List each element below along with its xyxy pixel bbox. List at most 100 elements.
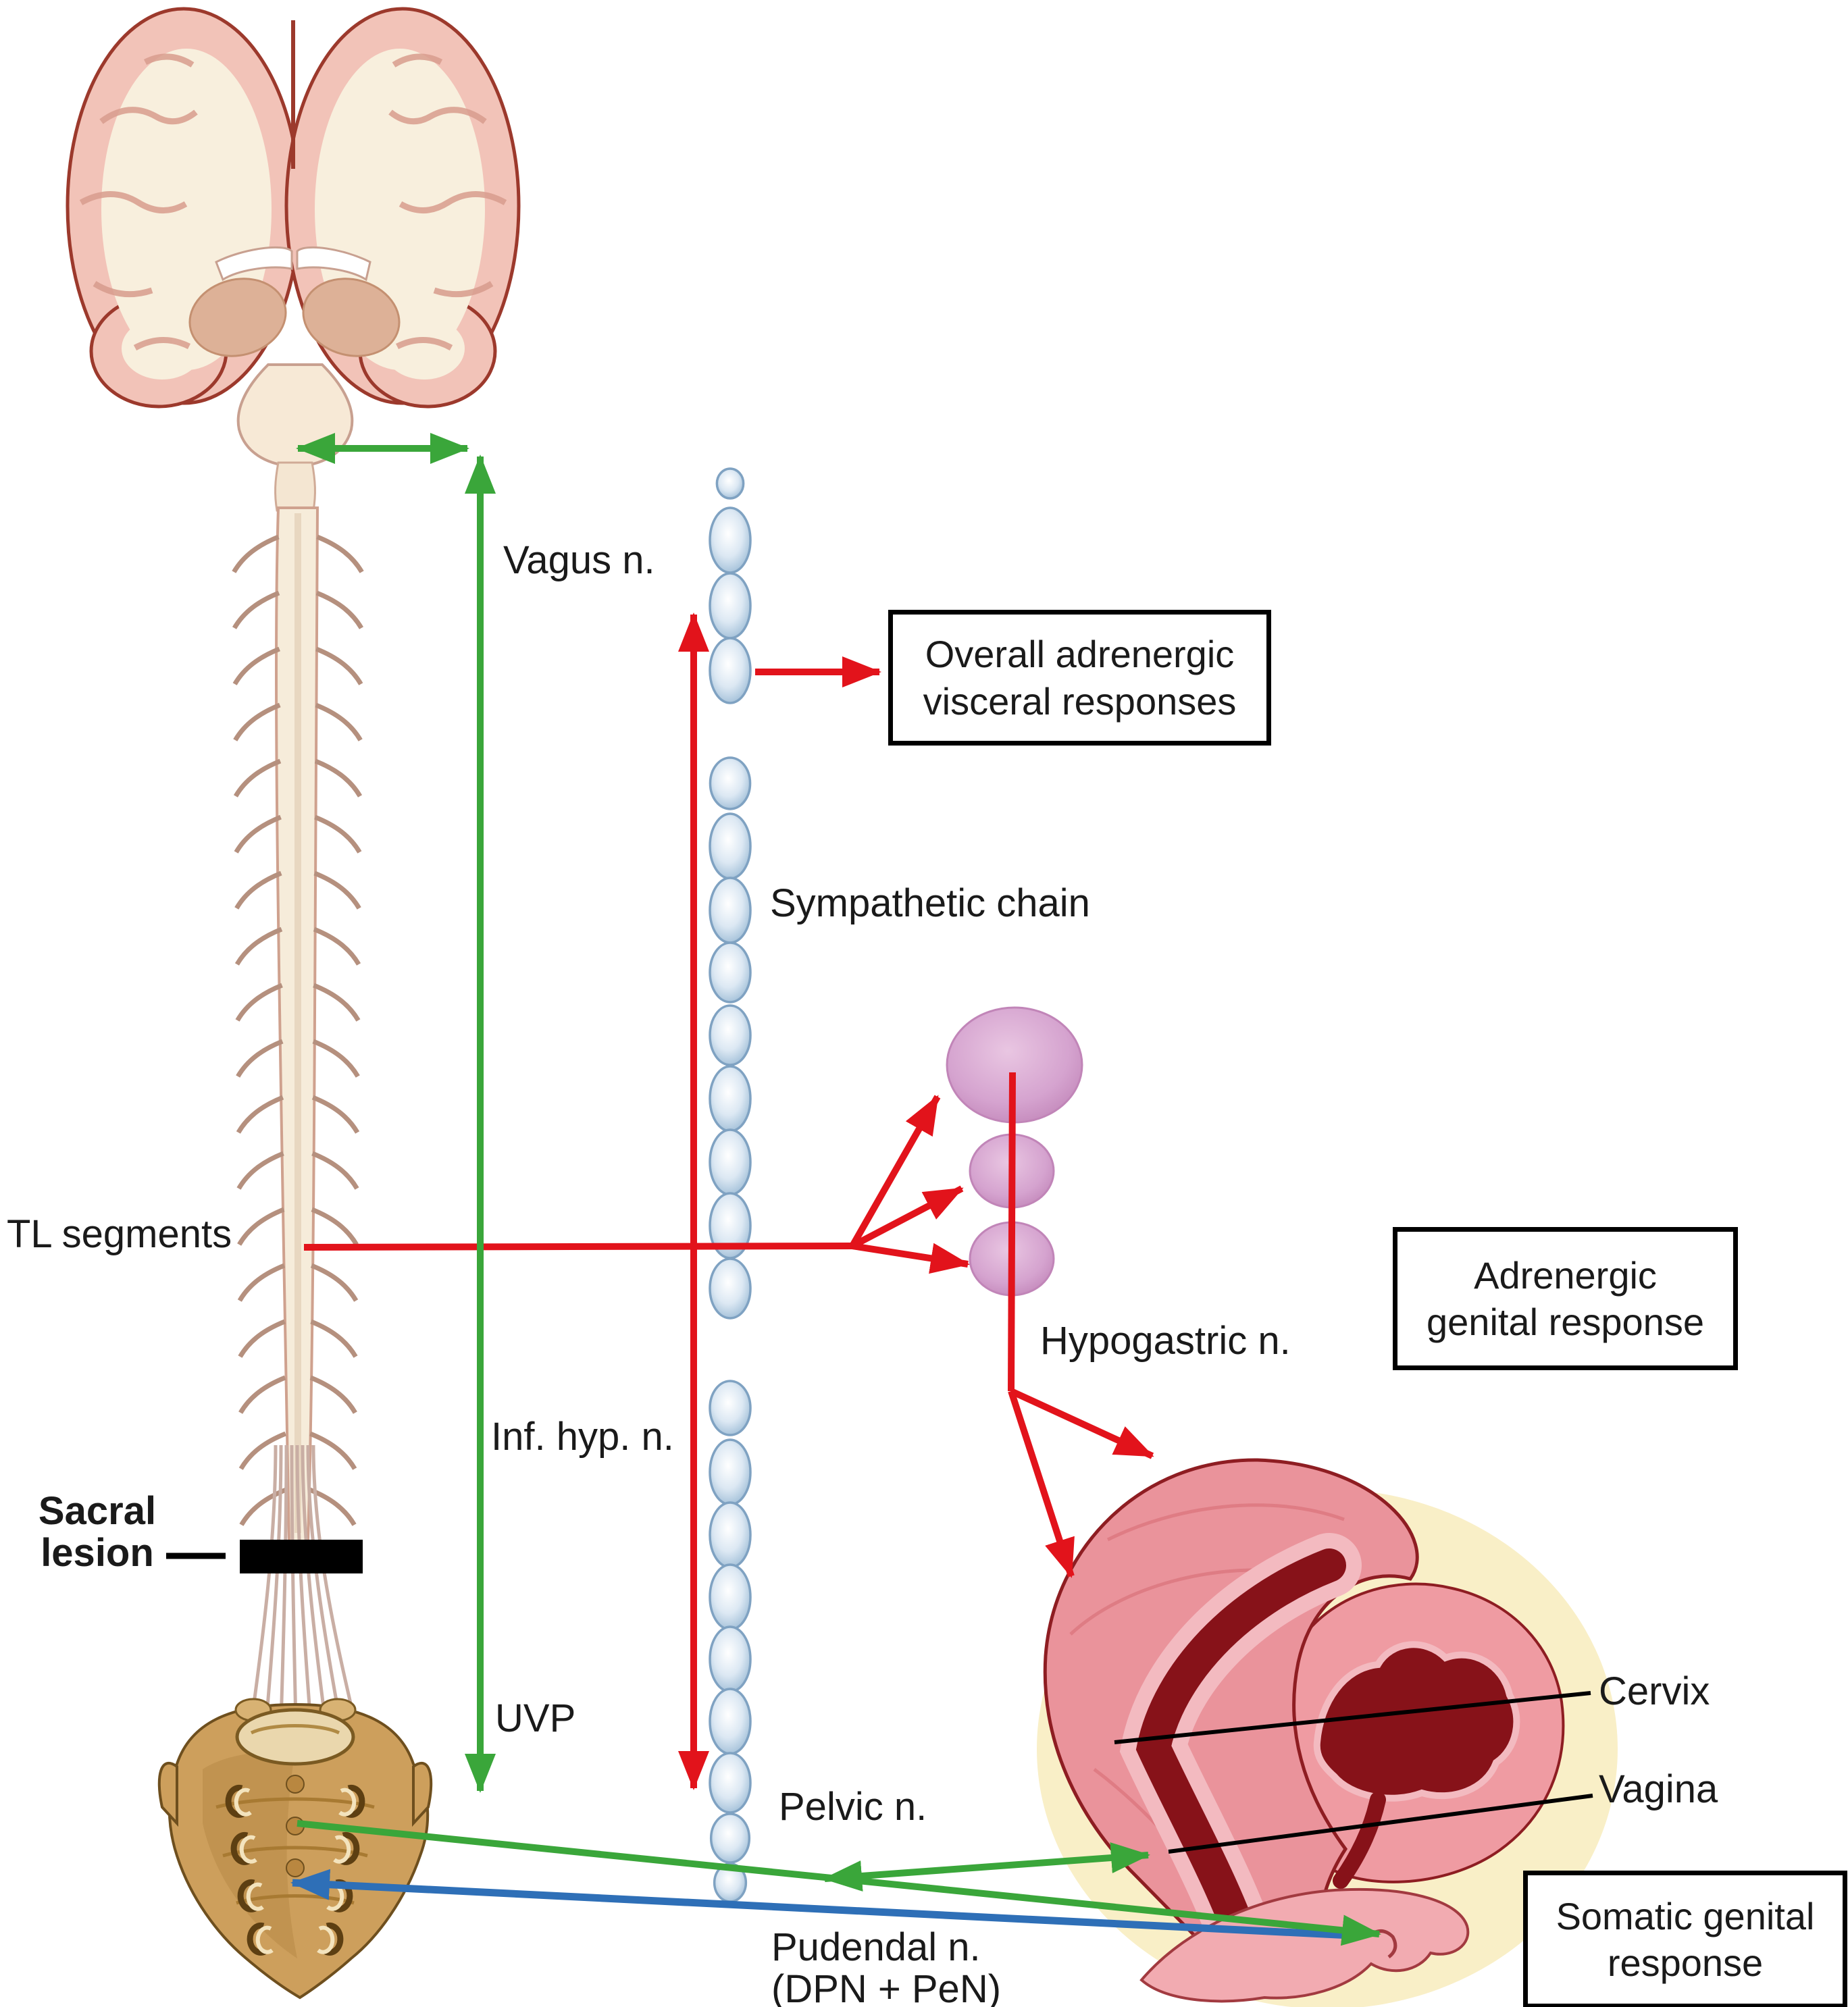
nerve-root-right	[312, 1039, 360, 1078]
nerve-root-left	[234, 870, 282, 910]
foramen-left-highlight	[255, 1925, 274, 1954]
nerve-root-left	[235, 983, 283, 1022]
vagina-pointer-line	[1168, 1794, 1593, 1854]
chain-bead	[709, 1813, 751, 1864]
nerve-root-right	[311, 1151, 359, 1190]
hypogastric-to-fundus-arrow	[1009, 1388, 1154, 1459]
chain-bead	[709, 1257, 752, 1320]
hypogastric-nerve-line	[1008, 1072, 1016, 1392]
cervix-label: Cervix	[1599, 1669, 1710, 1713]
nerve-root-right	[316, 534, 364, 573]
pudendal-nerve-arrow	[290, 1869, 1352, 1939]
foramen-left-highlight	[234, 1788, 252, 1817]
sympathetic-chain-label: Sympathetic chain	[770, 881, 1090, 925]
foramen-left	[237, 1879, 257, 1912]
pudendal-line2: (DPN + PeN)	[771, 1967, 1002, 2007]
chain-bead	[709, 1688, 752, 1755]
nerve-root-right	[314, 814, 362, 854]
chain-bead	[709, 877, 752, 944]
nerve-root-left	[233, 702, 281, 741]
foramen-right	[340, 1831, 360, 1865]
pelvic-nerve-label: Pelvic n.	[779, 1785, 927, 1829]
nerve-root-right	[309, 1375, 357, 1414]
bladder-cavity	[1313, 1641, 1520, 1802]
nerve-root-left	[233, 758, 282, 798]
adrenergic-pathways	[303, 612, 1154, 1790]
adrenergic-genital-line2: genital response	[1427, 1301, 1704, 1343]
vagina-label: Vagina	[1599, 1767, 1718, 1811]
hypogastric-nerve-label: Hypogastric n.	[1040, 1319, 1291, 1363]
tl-to-middle-ganglion-arrow	[850, 1185, 964, 1249]
nerve-root-left	[232, 646, 280, 685]
hypogastric-to-uterus-arrow	[1008, 1390, 1075, 1578]
cauda-strand	[279, 1444, 288, 1724]
cauda-strand	[249, 1444, 278, 1724]
perineum-fold	[1139, 1887, 1470, 2003]
chain-bead	[709, 1563, 752, 1631]
uvp-label: UVP	[495, 1696, 576, 1740]
overall-adrenergic-line2: visceral responses	[923, 679, 1237, 723]
nerve-root-left	[236, 1151, 284, 1190]
sacral-lesion-bar	[240, 1540, 363, 1573]
cauda-strand	[290, 1444, 298, 1724]
nerve-root-right	[315, 590, 364, 629]
chain-bead	[709, 1438, 752, 1506]
somatic-genital-line1: Somatic genital	[1556, 1894, 1815, 1937]
foramen-right-highlight	[338, 1788, 357, 1817]
nerve-root-right	[313, 927, 361, 966]
nerve-root-right	[313, 983, 361, 1022]
chain-bead	[709, 637, 752, 704]
pudendal-line1: Pudendal n.	[771, 1925, 981, 1969]
chain-bead	[709, 1128, 752, 1196]
gyri-sulci-lines	[79, 53, 507, 350]
sacrum-illustration	[157, 1698, 433, 2000]
nerve-root-left	[234, 927, 283, 966]
adrenergic-genital-line1: Adrenergic	[1474, 1253, 1657, 1297]
nerve-root-left	[237, 1263, 286, 1302]
overall-adrenergic-box: Overall adrenergic visceral responses	[888, 610, 1271, 746]
nerve-root-right	[311, 1095, 360, 1134]
foramen-left	[247, 1922, 266, 1956]
nerve-root-right	[309, 1431, 357, 1470]
nerve-root-right	[315, 702, 363, 741]
nerve-root-left	[232, 590, 280, 629]
uterine-cavity	[1135, 1548, 1346, 1978]
medulla	[274, 461, 316, 512]
chain-bead	[709, 941, 752, 1004]
nerve-root-left	[232, 534, 280, 573]
nerve-root-left	[236, 1039, 284, 1078]
foramen-right	[346, 1784, 365, 1818]
cauda-strand	[295, 1444, 313, 1724]
cauda-strand	[301, 1444, 328, 1724]
parasympathetic-pathways	[296, 433, 1381, 1946]
chain-bead	[709, 1625, 752, 1693]
somatic-genital-line2: response	[1607, 1941, 1764, 1984]
nerve-root-left	[238, 1431, 287, 1470]
nerve-root-left	[238, 1375, 286, 1414]
sacral-foramina	[225, 1784, 365, 1956]
chain-bead	[715, 467, 745, 500]
nerve-root-right	[315, 646, 363, 685]
pelvic-nerve-vagina-arrow	[823, 1842, 1150, 1892]
tl-to-large-ganglion-arrow	[849, 1095, 941, 1248]
overall-adrenergic-line1: Overall adrenergic	[925, 633, 1235, 676]
chain-bead	[709, 1501, 752, 1569]
tl-segments-label: TL segments	[7, 1212, 232, 1256]
foramen-right	[324, 1922, 344, 1956]
sacral-lesion-line1: Sacral	[38, 1489, 157, 1533]
sacral-lesion-line2: lesion	[41, 1531, 154, 1575]
nerve-root-right	[313, 870, 361, 910]
somatic-genital-box: Somatic genital response	[1523, 1871, 1847, 2007]
spinal-nerve-roots	[232, 534, 364, 1526]
brain-illustration	[66, 7, 521, 512]
chain-bead	[709, 1752, 752, 1814]
chain-bead	[709, 812, 752, 880]
cauda-strand	[311, 1444, 357, 1724]
vagus-nerve-label: Vagus n.	[503, 538, 655, 582]
sympathetic-chain-beads	[709, 467, 752, 1903]
chain-bead	[709, 1065, 752, 1132]
cauda-strand	[264, 1444, 283, 1724]
cervix-pointer-line	[1114, 1691, 1591, 1744]
cauda-strand	[306, 1444, 342, 1724]
nerve-root-left	[236, 1095, 284, 1134]
